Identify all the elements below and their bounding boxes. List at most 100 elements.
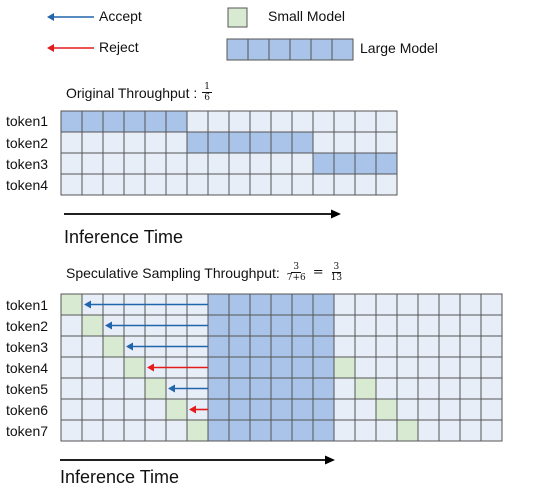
empty-cell — [354, 173, 377, 196]
large-model-cell — [102, 110, 125, 133]
empty-cell — [102, 419, 125, 442]
large-model-swatch-cell — [331, 38, 354, 61]
large-model-cell — [291, 131, 314, 154]
large-model-cell — [333, 152, 356, 175]
empty-cell — [375, 356, 398, 379]
empty-cell — [354, 110, 377, 133]
empty-cell — [165, 152, 188, 175]
large-model-cell — [270, 293, 293, 316]
empty-cell — [102, 152, 125, 175]
large-model-cell — [270, 314, 293, 337]
empty-cell — [270, 152, 293, 175]
empty-cell — [312, 110, 335, 133]
large-model-cell — [270, 419, 293, 442]
accept-arrow-head — [105, 321, 112, 330]
large-model-cell — [144, 110, 167, 133]
empty-cell — [60, 173, 83, 196]
empty-cell — [417, 314, 440, 337]
empty-cell — [81, 173, 104, 196]
accept-arrow-head — [84, 300, 91, 309]
large-model-cell — [291, 377, 314, 400]
empty-cell — [438, 335, 461, 358]
empty-cell — [144, 152, 167, 175]
large-model-cell — [291, 335, 314, 358]
equals-sign: = — [312, 265, 324, 280]
empty-cell — [249, 173, 272, 196]
empty-cell — [123, 419, 146, 442]
empty-cell — [144, 173, 167, 196]
empty-cell — [480, 377, 503, 400]
original-token-label: token3 — [6, 156, 49, 172]
empty-cell — [333, 377, 356, 400]
empty-cell — [312, 173, 335, 196]
original-throughput-title: Original Throughput : 1 6 — [66, 82, 213, 103]
large-model-cell — [249, 398, 272, 421]
empty-cell — [417, 293, 440, 316]
empty-cell — [396, 314, 419, 337]
empty-cell — [60, 152, 83, 175]
empty-cell — [207, 152, 230, 175]
empty-cell — [102, 356, 125, 379]
empty-cell — [480, 314, 503, 337]
large-model-swatch-cell — [268, 38, 291, 61]
empty-cell — [354, 131, 377, 154]
empty-cell — [354, 314, 377, 337]
speculative-throughput-title: Speculative Sampling Throughput: 3 7+6 =… — [66, 262, 345, 283]
empty-cell — [123, 152, 146, 175]
small-model-label: Small Model — [268, 8, 346, 24]
accept-label: Accept — [99, 8, 142, 24]
empty-cell — [207, 110, 230, 133]
empty-cell — [312, 131, 335, 154]
empty-cell — [186, 110, 209, 133]
empty-cell — [333, 398, 356, 421]
reject-arrow-head — [189, 405, 196, 414]
original-throughput-fraction: 1 6 — [202, 82, 212, 103]
empty-cell — [459, 398, 482, 421]
empty-cell — [60, 377, 83, 400]
large-model-cell — [270, 398, 293, 421]
empty-cell — [375, 377, 398, 400]
large-model-cell — [207, 293, 230, 316]
speculative-token-label: token5 — [6, 381, 49, 397]
empty-cell — [438, 398, 461, 421]
large-model-cell — [207, 398, 230, 421]
large-model-cell — [270, 335, 293, 358]
large-model-cell — [291, 398, 314, 421]
small-model-cell — [354, 377, 377, 400]
empty-cell — [228, 110, 251, 133]
accept-arrow-head — [126, 342, 133, 351]
empty-cell — [249, 110, 272, 133]
empty-cell — [480, 293, 503, 316]
empty-cell — [354, 398, 377, 421]
empty-cell — [417, 419, 440, 442]
large-model-cell — [228, 398, 251, 421]
empty-cell — [81, 152, 104, 175]
original-axis-label: Inference Time — [64, 227, 184, 247]
large-model-cell — [249, 293, 272, 316]
empty-cell — [165, 131, 188, 154]
large-model-cell — [249, 314, 272, 337]
small-model-swatch — [227, 7, 248, 28]
large-model-swatch-cell — [226, 38, 249, 61]
empty-cell — [228, 173, 251, 196]
empty-cell — [438, 314, 461, 337]
large-model-cell — [228, 356, 251, 379]
speculative-token-label: token7 — [6, 423, 49, 439]
empty-cell — [375, 173, 398, 196]
large-model-cell — [312, 398, 335, 421]
empty-cell — [144, 419, 167, 442]
empty-cell — [81, 377, 104, 400]
large-model-cell — [291, 314, 314, 337]
empty-cell — [207, 173, 230, 196]
empty-cell — [60, 131, 83, 154]
original-time-axis-head — [331, 209, 341, 219]
empty-cell — [354, 293, 377, 316]
empty-cell — [459, 419, 482, 442]
empty-cell — [270, 173, 293, 196]
speculative-fraction-2: 3 13 — [330, 262, 343, 283]
empty-cell — [291, 152, 314, 175]
large-model-cell — [228, 377, 251, 400]
empty-cell — [102, 131, 125, 154]
reject-label: Reject — [99, 39, 139, 55]
empty-cell — [291, 173, 314, 196]
